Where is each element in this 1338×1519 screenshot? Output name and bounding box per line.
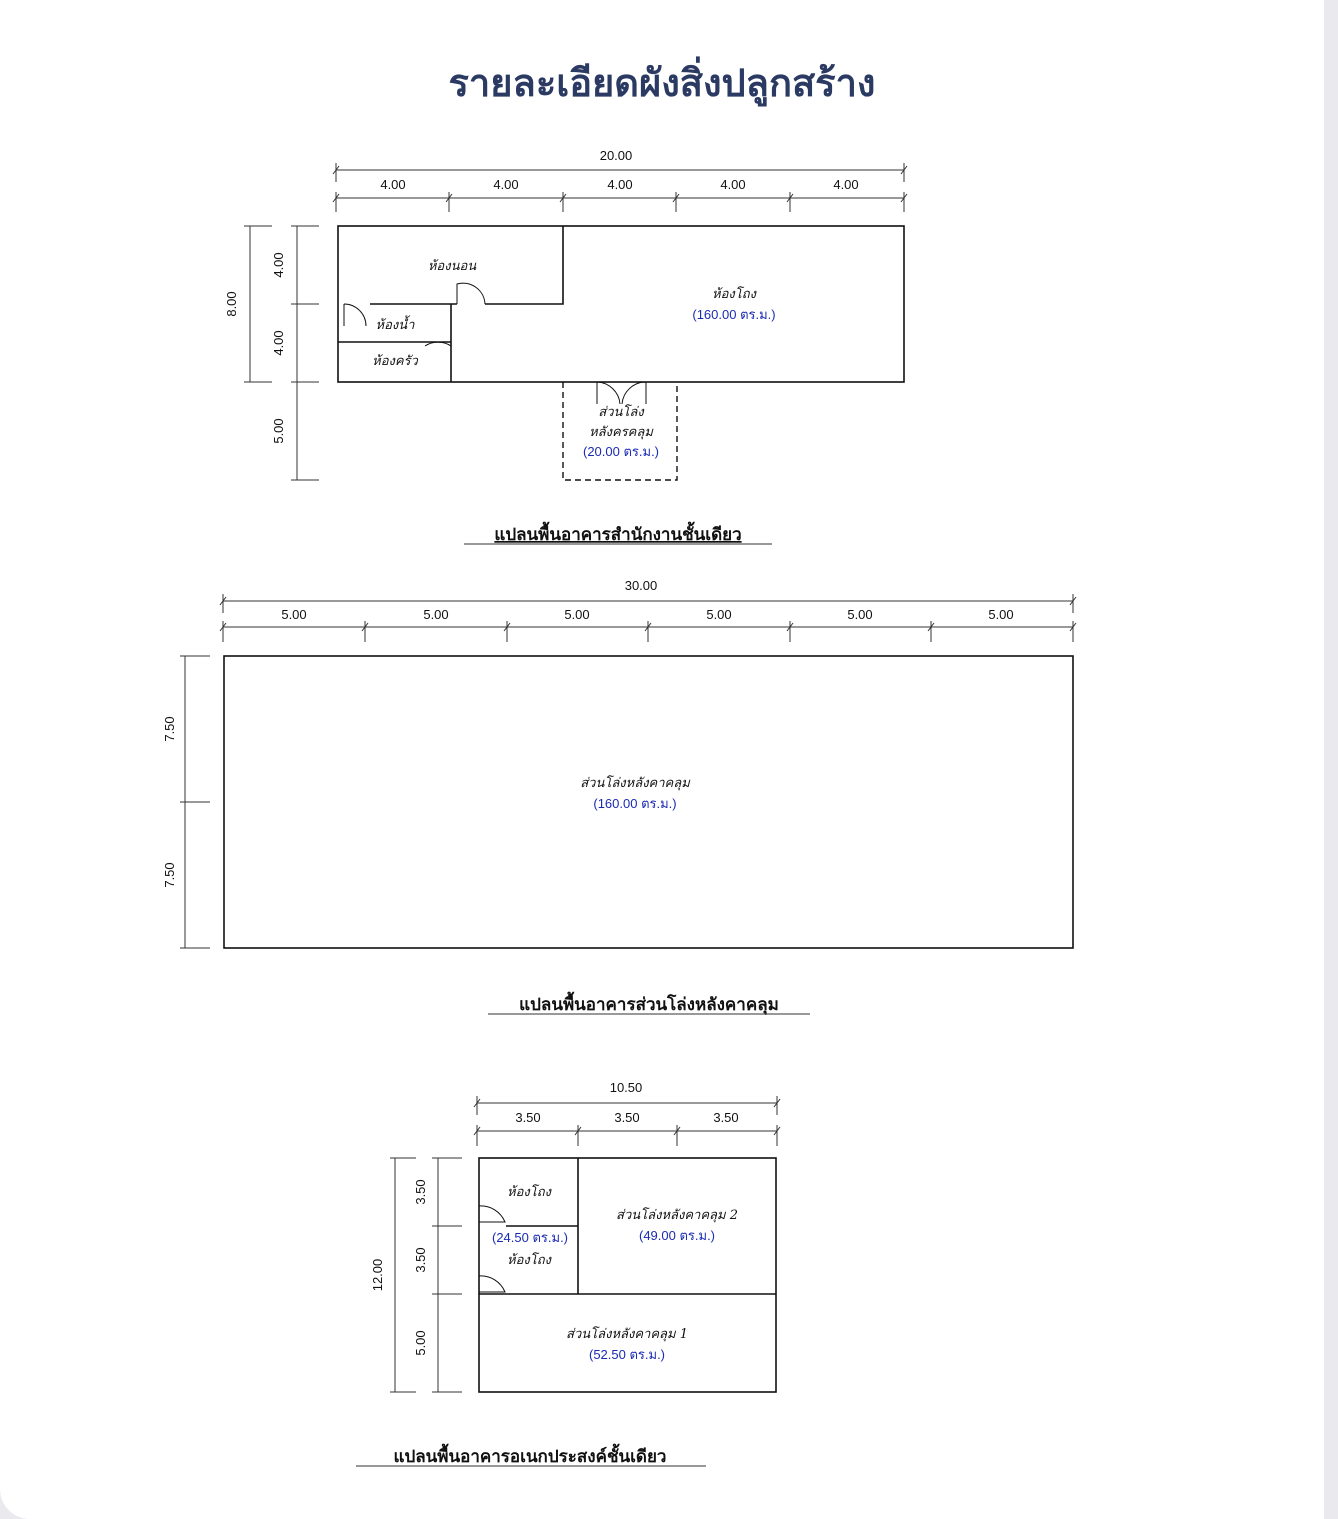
plan-open-shelter: 30.00 5.00 5.00 5.00 5.00 5.00 5.00 7 [162,578,1077,1015]
plan3-vseg-2: 3.50 [413,1247,428,1272]
plan1-seg-1: 4.00 [380,177,405,192]
plan3-seg-2: 3.50 [614,1110,639,1125]
room-porch-line1: ส่วนโล่ง [598,404,645,420]
room-bathroom: ห้องน้ำ [376,315,416,333]
plan2-vseg-2: 7.50 [162,862,177,887]
room-open-area-size: (160.00 ตร.ม.) [593,796,676,811]
room-hall: ห้องโถง [712,286,758,302]
plan2-seg-6: 5.00 [988,607,1013,622]
plan1-seg-4: 4.00 [720,177,745,192]
plan1-seg-2: 4.00 [493,177,518,192]
plan2-seg-4: 5.00 [706,607,731,622]
room-hall-area: (24.50 ตร.ม.) [492,1230,568,1245]
room-kitchen: ห้องครัว [372,354,418,369]
plan1-seg-3: 4.00 [607,177,632,192]
plan3-vseg-1: 3.50 [413,1179,428,1204]
plan1-total-width: 20.00 [600,148,633,163]
room-open-2-area: (49.00 ตร.ม.) [639,1228,715,1243]
plan2-seg-5: 5.00 [847,607,872,622]
plan-multipurpose: 10.50 3.50 3.50 3.50 12.00 3.50 3.50 5.0… [356,1080,781,1467]
room-porch-line2: หลังครคลุม [589,425,654,440]
plan3-caption: แปลนพื้นอาคารอเนกประสงค์ชั้นเดียว [394,1443,667,1467]
plan1-seg-5: 4.00 [833,177,858,192]
plan1-vseg-3: 5.00 [271,418,286,443]
room-porch-area: (20.00 ตร.ม.) [583,444,659,459]
plan1-vseg-1: 4.00 [271,252,286,277]
room-hall-bottom: ห้องโถง [507,1252,553,1268]
plan3-seg-3: 3.50 [713,1110,738,1125]
plan3-seg-1: 3.50 [515,1110,540,1125]
plan2-seg-1: 5.00 [281,607,306,622]
plan1-vseg-2: 4.00 [271,330,286,355]
room-open-2: ส่วนโล่งหลังคาคลุม 2 [616,1207,738,1223]
room-open-1: ส่วนโล่งหลังคาคลุม 1 [566,1326,688,1342]
plan2-total-width: 30.00 [625,578,658,593]
page-title: รายละเอียดผังสิ่งปลูกสร้าง [448,61,876,105]
plan3-total-width: 10.50 [610,1080,643,1095]
room-hall-top: ห้องโถง [507,1184,553,1200]
plan-office: 20.00 4.00 4.00 4.00 4.00 4.00 8.00 [224,148,908,545]
room-hall-area: (160.00 ตร.ม.) [692,307,775,322]
plan3-total-height: 12.00 [370,1259,385,1292]
plan2-caption: แปลนพื้นอาคารส่วนโล่งหลังคาคลุม [519,991,779,1015]
plan2-seg-2: 5.00 [423,607,448,622]
plan2-seg-3: 5.00 [564,607,589,622]
plan1-total-height: 8.00 [224,291,239,316]
plan1-caption: แปลนพื้นอาคารสำนักงานชั้นเดียว [494,521,741,545]
room-bedroom: ห้องนอน [428,259,477,274]
plan3-vseg-3: 5.00 [413,1330,428,1355]
room-open-area: ส่วนโล่งหลังคาคลุม [580,775,691,791]
plan2-vseg-1: 7.50 [162,716,177,741]
room-open-1-area: (52.50 ตร.ม.) [589,1347,665,1362]
